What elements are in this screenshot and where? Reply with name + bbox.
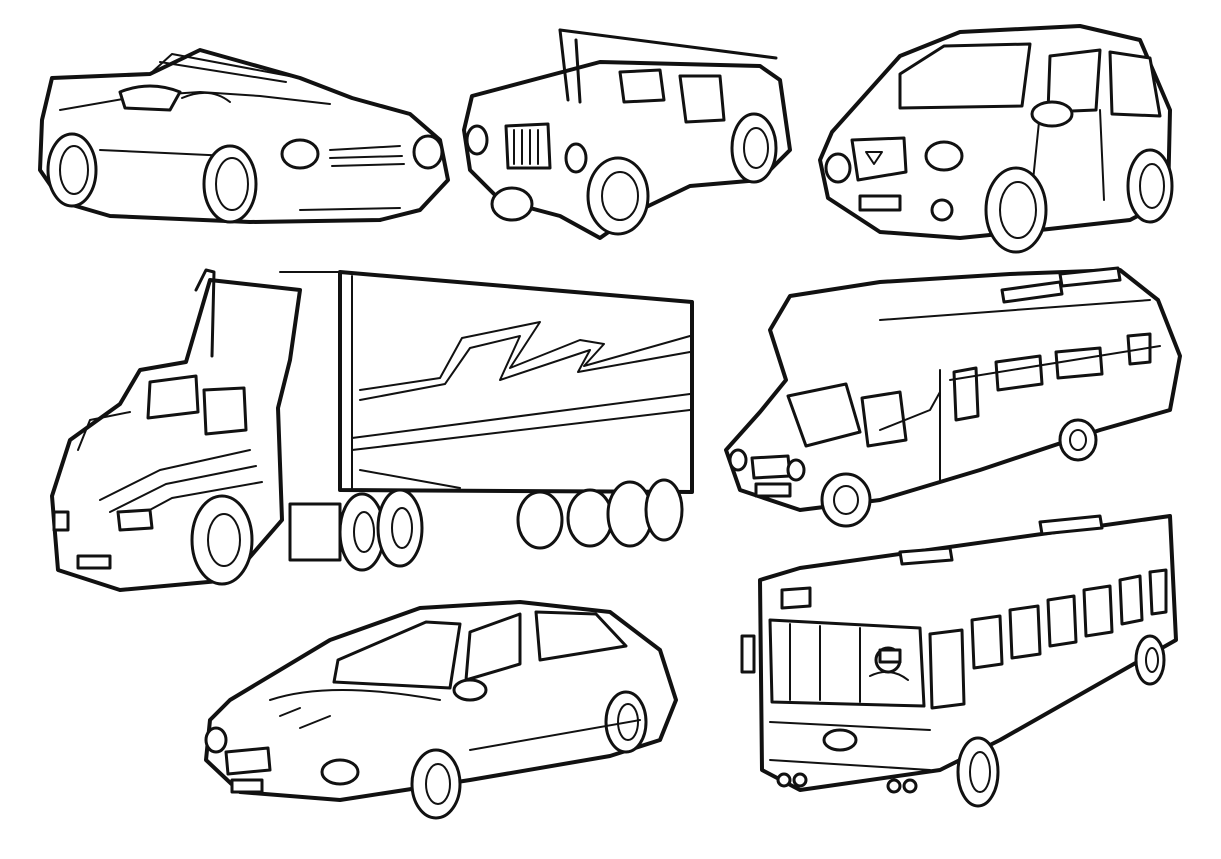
camper-rv: [724, 266, 1182, 528]
suv: [818, 24, 1174, 254]
jeep: [462, 28, 792, 240]
city-bus: [740, 514, 1178, 808]
convertible-car: [38, 48, 450, 224]
sedan: [204, 600, 678, 820]
semi-truck: [50, 268, 694, 592]
